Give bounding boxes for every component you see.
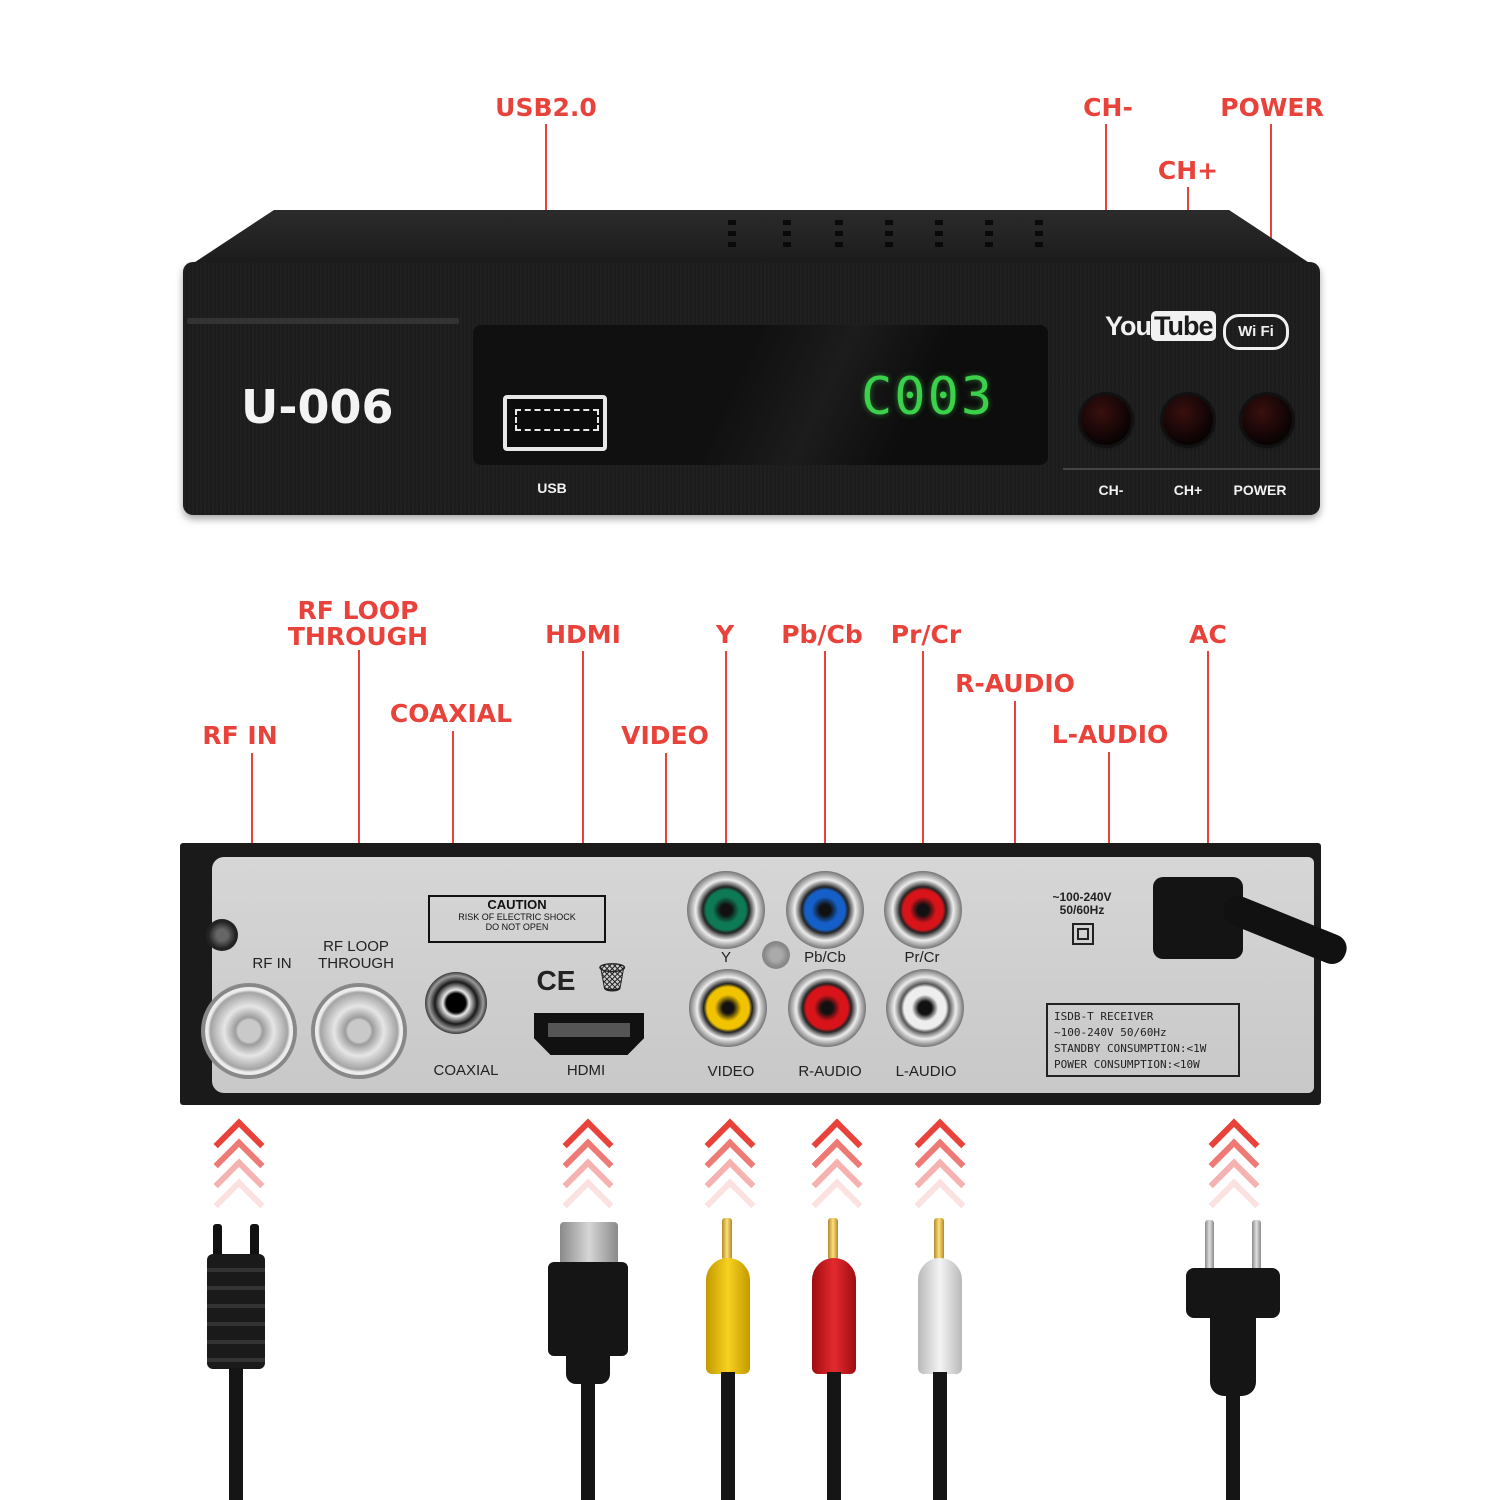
youtube-logo-tube: Tube — [1151, 311, 1216, 341]
vent-slot — [985, 220, 993, 248]
caution-line-1: RISK OF ELECTRIC SHOCK — [458, 912, 576, 922]
callout-rf-loop-line-2: THROUGH — [287, 622, 429, 651]
callout-pr-cr: Pr/Cr — [890, 620, 962, 649]
double-insulation-icon — [1072, 923, 1094, 945]
callout-ch-minus: CH- — [1083, 93, 1133, 122]
hdmi-port[interactable] — [534, 1013, 644, 1055]
voltage-line-1: ~100-240V — [1052, 890, 1112, 904]
coaxial-connector[interactable] — [425, 972, 487, 1034]
vent-slot — [1035, 220, 1043, 248]
callout-ch-plus: CH+ — [1157, 156, 1219, 185]
rear-y-label: Y — [720, 949, 731, 966]
callout-hdmi: HDMI — [545, 620, 621, 649]
ch-plus-button[interactable] — [1163, 395, 1213, 445]
vent-slot — [835, 220, 843, 248]
button-divider — [1063, 468, 1320, 470]
usb-port[interactable] — [503, 395, 607, 451]
pb-cb-connector[interactable] — [786, 871, 864, 949]
leader-pr-cr — [922, 651, 924, 910]
rear-pr-cr-label: Pr/Cr — [904, 949, 940, 966]
y-connector[interactable] — [687, 871, 765, 949]
spec-label: ISDB-T RECEIVER ~100-240V 50/60Hz STANDB… — [1046, 1003, 1240, 1077]
rf-in-connector[interactable] — [205, 987, 293, 1075]
caution-line-2: DO NOT OPEN — [485, 922, 549, 932]
rear-rf-in-label: RF IN — [252, 955, 292, 972]
usb-label: USB — [537, 480, 567, 496]
caution-label: CAUTION RISK OF ELECTRIC SHOCK DO NOT OP… — [428, 895, 606, 943]
vent-slot — [783, 220, 791, 248]
youtube-logo-you: You — [1105, 311, 1152, 341]
l-audio-connector[interactable] — [886, 969, 964, 1047]
voltage-label: ~100-240V 50/60Hz — [1032, 891, 1132, 917]
power-button[interactable] — [1242, 395, 1292, 445]
leader-rf-loop-through — [358, 650, 360, 987]
power-label: POWER — [1233, 482, 1287, 498]
card-slot — [187, 318, 459, 324]
leader-ac — [1207, 651, 1209, 936]
callout-l-audio: L-AUDIO — [1051, 720, 1169, 749]
rear-rf-loop-label: RF LOOP THROUGH — [310, 938, 402, 972]
leader-hdmi — [582, 651, 584, 1018]
vent-slot — [885, 220, 893, 248]
rear-rf-loop-line-2: THROUGH — [318, 955, 394, 972]
ground-screw-icon — [762, 941, 790, 969]
ch-plus-label: CH+ — [1173, 482, 1203, 498]
model-name: U-006 — [241, 380, 394, 434]
leader-pb-cb — [824, 651, 826, 910]
spec-line: ~100-240V 50/60Hz — [1054, 1026, 1167, 1039]
voltage-line-2: 50/60Hz — [1059, 903, 1105, 917]
rear-l-audio-label: L-AUDIO — [895, 1063, 957, 1080]
callout-video: VIDEO — [621, 721, 709, 750]
video-connector[interactable] — [689, 969, 767, 1047]
callout-rf-loop-line-1: RF LOOP — [297, 596, 419, 625]
callout-y: Y — [715, 620, 735, 649]
callout-ac: AC — [1189, 620, 1227, 649]
leader-r-audio-vertical — [1014, 701, 1016, 973]
r-audio-connector[interactable] — [788, 969, 866, 1047]
screw-icon — [206, 919, 238, 951]
spec-line: ISDB-T RECEIVER — [1054, 1010, 1154, 1023]
display-panel: C003 — [473, 325, 1048, 465]
rear-video-label: VIDEO — [707, 1063, 755, 1080]
callout-rf-loop-through: RF LOOP THROUGH — [278, 598, 438, 650]
lcd-display: C003 — [861, 367, 995, 427]
callout-pb-cb: Pb/Cb — [781, 620, 863, 649]
callout-coaxial: COAXIAL — [389, 699, 513, 728]
leader-y — [725, 651, 727, 910]
rear-coaxial-label: COAXIAL — [433, 1062, 499, 1079]
spec-line: POWER CONSUMPTION:<10W — [1054, 1058, 1200, 1071]
rear-rf-loop-line-1: RF LOOP — [323, 938, 389, 955]
ch-minus-button[interactable] — [1081, 395, 1131, 445]
callout-power: POWER — [1220, 93, 1324, 122]
caution-title: CAUTION — [487, 897, 547, 912]
callout-r-audio: R-AUDIO — [955, 669, 1075, 698]
receiver-top-cover — [183, 210, 1320, 270]
rear-r-audio-label: R-AUDIO — [798, 1063, 862, 1080]
usb-port-tongue — [515, 409, 599, 431]
rear-hdmi-label: HDMI — [566, 1062, 606, 1079]
vent-slot — [728, 220, 736, 248]
wifi-logo: Wi Fi — [1223, 314, 1289, 350]
receiver-rear-view: RF IN RF LOOP THROUGH COAXIAL CAUTION RI… — [180, 843, 1351, 1105]
vent-slot — [935, 220, 943, 248]
spec-line: STANDBY CONSUMPTION:<1W — [1054, 1042, 1207, 1055]
rf-loop-through-connector[interactable] — [315, 987, 403, 1075]
rear-pb-cb-label: Pb/Cb — [804, 949, 846, 966]
ce-mark: CE — [536, 965, 576, 996]
hdmi-port-pins — [548, 1023, 630, 1037]
callout-usb: USB2.0 — [495, 93, 597, 122]
callout-rf-in: RF IN — [202, 721, 278, 750]
ch-minus-label: CH- — [1098, 482, 1124, 498]
pr-cr-connector[interactable] — [884, 871, 962, 949]
weee-bin-icon: 🗑 — [594, 962, 630, 993]
